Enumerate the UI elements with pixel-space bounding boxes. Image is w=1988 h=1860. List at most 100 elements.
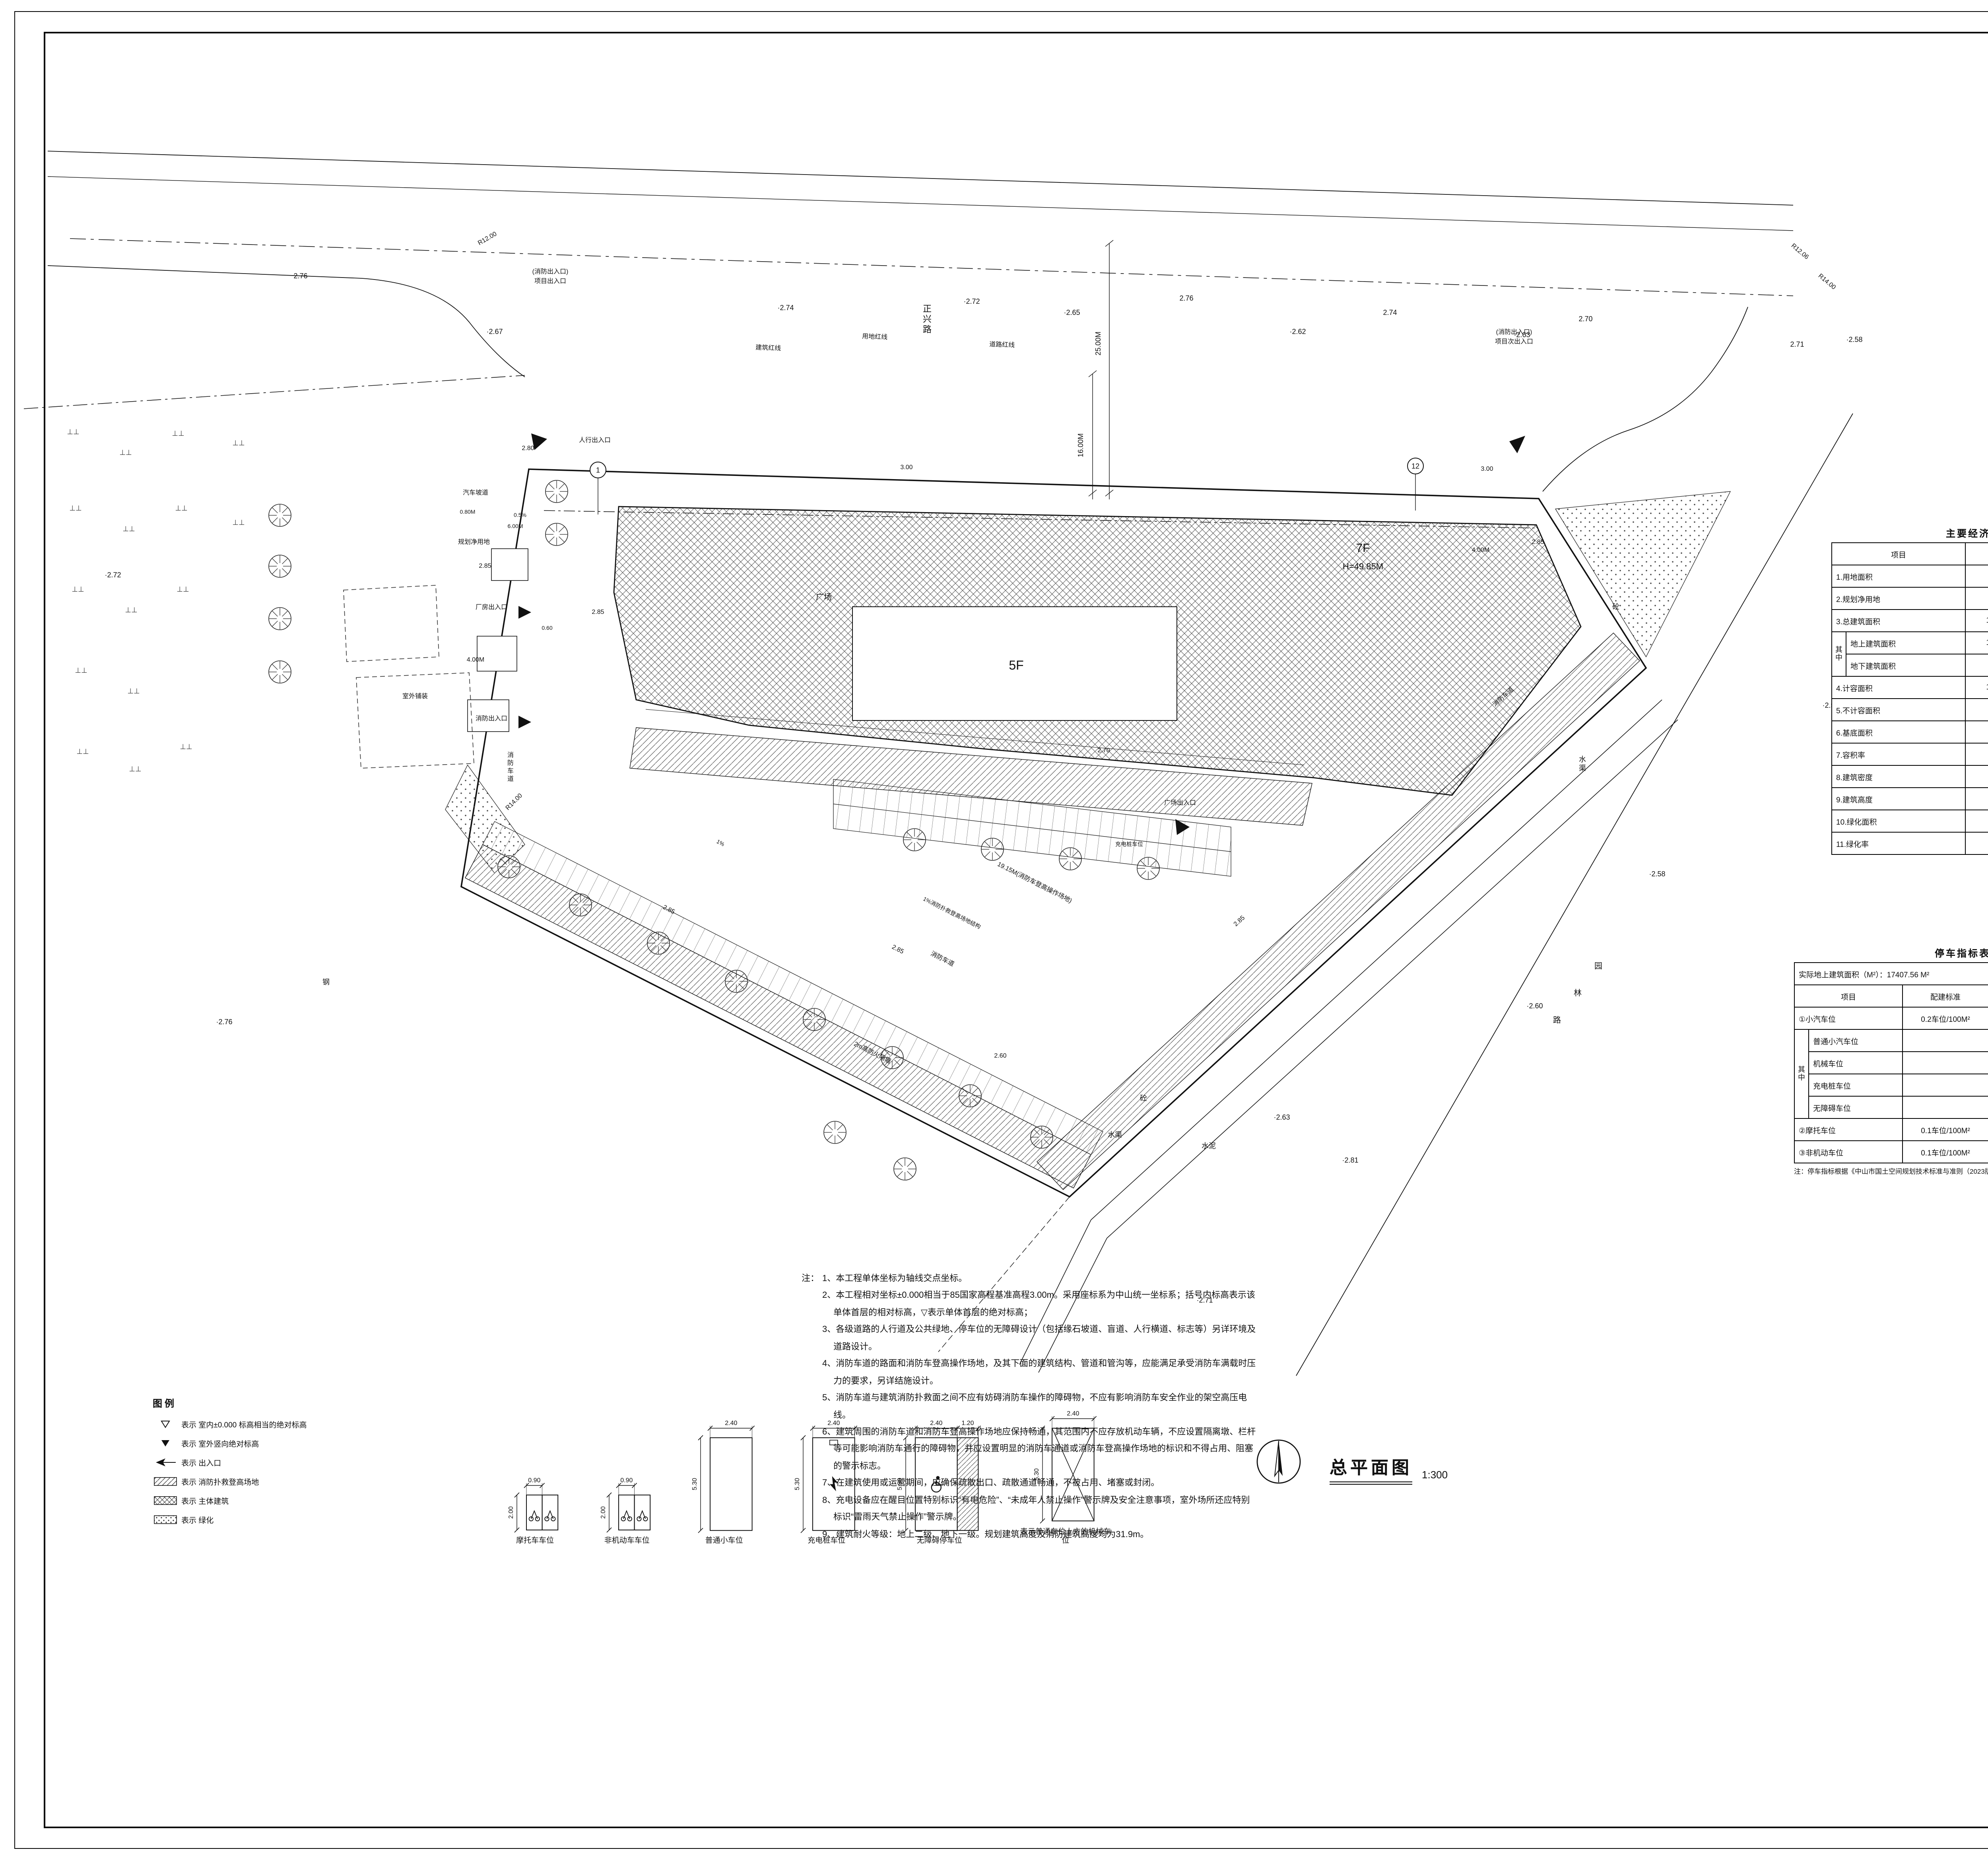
legend: 图例 表示 室内±0.000 标高相当的绝对标高表示 室外竖向绝对标高表示 出入… bbox=[153, 1396, 423, 1529]
plan-label: ·2.65 bbox=[1064, 309, 1080, 316]
building-5f-block bbox=[852, 606, 1177, 721]
plan-label: ·2.71 bbox=[1196, 1296, 1213, 1304]
table-row: 10.绿化面积542.73M² bbox=[1831, 810, 1988, 833]
plan-label: 4.00M bbox=[467, 656, 484, 663]
note-item: 7、在建筑使用或运营期间，应确保疏散出口、疏散通道畅通，不被占用、堵塞或封闭。 bbox=[822, 1478, 1160, 1488]
table-row: 5.不计容面积489.04M² bbox=[1831, 698, 1988, 721]
stall-diagram-svg: 0.902.00 bbox=[600, 1478, 650, 1533]
plan-label: 林 bbox=[1574, 988, 1582, 998]
table-row: 2.规划净用地5249.49M² bbox=[1831, 587, 1988, 610]
legend-items: 表示 室内±0.000 标高相当的绝对标高表示 室外竖向绝对标高表示 出入口表示… bbox=[153, 1415, 423, 1529]
plan-label: 2.85 bbox=[1233, 914, 1246, 928]
stall-diagram-label: 表示普通车位上方的机械车位 bbox=[1020, 1527, 1111, 1545]
note-item: 1、本工程单体坐标为轴线交点坐标。 bbox=[822, 1274, 967, 1283]
notes-prefix: 注： bbox=[802, 1274, 819, 1283]
elevation-filled-triangle-icon bbox=[153, 1438, 181, 1449]
plan-label: 项目出入口 bbox=[534, 278, 566, 285]
plan-label: ·2.72 bbox=[105, 571, 121, 579]
tree-icon bbox=[903, 828, 926, 851]
svg-text:5.30: 5.30 bbox=[691, 1478, 698, 1490]
plan-label: 7F bbox=[1356, 542, 1370, 555]
plan-label: (消防出入口) bbox=[532, 268, 569, 275]
plan-label: ·2.63 bbox=[1274, 1113, 1290, 1121]
tree-icon bbox=[647, 932, 670, 955]
grass-mark-icon: ⊥⊥ bbox=[122, 525, 135, 533]
legend-text: 表示 出入口 bbox=[181, 1459, 221, 1468]
tree-icon bbox=[981, 838, 1004, 861]
plan-label: 2.85 bbox=[479, 563, 491, 569]
plan-label: 2.85 bbox=[891, 944, 905, 955]
stall-diagram-label: 非机动车车位 bbox=[604, 1536, 650, 1545]
axis-bubble: 12 bbox=[1407, 458, 1424, 511]
plan-label: 2.85 bbox=[592, 609, 604, 615]
legend-item: 表示 主体建筑 bbox=[153, 1491, 423, 1510]
tree-icon bbox=[803, 1008, 826, 1031]
plan-label: 2.74 bbox=[1383, 309, 1397, 316]
plan-label: 室外铺装 bbox=[402, 693, 428, 700]
legend-item: 表示 出入口 bbox=[153, 1453, 423, 1472]
sheet-inner-frame bbox=[44, 32, 1988, 1828]
economic-indicator-table: 主要经济技术指标表 项目 数量 单位 备注 1.用地面积5293.29M²2.规… bbox=[1831, 526, 1988, 855]
plan-label: 0.80M bbox=[460, 509, 476, 515]
plan-label: 园 bbox=[1594, 962, 1602, 971]
table-row: 7.容积率3.29- bbox=[1831, 743, 1988, 766]
tree-icon bbox=[959, 1084, 982, 1107]
plan-scale: 1:300 bbox=[1422, 1469, 1448, 1481]
table-row: 无障碍车位11 bbox=[1794, 1096, 1988, 1119]
plan-label: R12.00 bbox=[477, 231, 498, 247]
legend-text: 表示 绿化 bbox=[181, 1516, 214, 1525]
grass-mark-icon: ⊥⊥ bbox=[175, 504, 187, 512]
grass-mark-icon: ⊥⊥ bbox=[232, 518, 245, 526]
tree-icon bbox=[893, 1157, 916, 1180]
table-row: 9.建筑高度49.85M bbox=[1831, 787, 1988, 810]
svg-text:12: 12 bbox=[1411, 462, 1419, 470]
plan-label: 2.76 bbox=[293, 272, 307, 280]
plan-label: 2.76 bbox=[1179, 294, 1193, 302]
plan-label: 1%消防扑救登高场地结构 bbox=[922, 895, 982, 930]
entrance-arrow-icons bbox=[518, 433, 1525, 835]
plan-title-block: 总平面图 1:300 bbox=[1330, 1454, 1448, 1485]
table-row: 6.基底面积2365.64M² bbox=[1831, 720, 1988, 744]
parking-table-body: ①小汽车位0.2车位/100M²3636其中普通小汽车位2626机械车位66充电… bbox=[1794, 1007, 1988, 1163]
grass-mark-icon: ⊥⊥ bbox=[125, 606, 137, 614]
stall-diagram-label: 无障碍停车位 bbox=[916, 1536, 962, 1545]
legend-text: 表示 消防扑救登高场地 bbox=[181, 1478, 259, 1487]
svg-text:0.90: 0.90 bbox=[620, 1478, 632, 1484]
plan-label: 项目次出入口 bbox=[1495, 338, 1533, 345]
plan-label: 钢 bbox=[322, 978, 330, 986]
plan-label: 正兴路 bbox=[923, 304, 932, 334]
plan-label: 19.15M(消防车登高操作场地) bbox=[996, 860, 1074, 904]
plan-label: 5F bbox=[1009, 658, 1023, 672]
plan-label: 消防出入口 bbox=[476, 715, 507, 722]
svg-text:2.40: 2.40 bbox=[725, 1420, 738, 1427]
svg-text:2.40: 2.40 bbox=[827, 1420, 840, 1427]
plan-label: R12.06 bbox=[1790, 242, 1810, 260]
note-item: 4、消防车道的路面和消防车登高操作场地，及其下面的建筑结构、管道和管沟等，应能满… bbox=[822, 1359, 1256, 1386]
plan-label: R14.00 bbox=[1817, 272, 1837, 291]
tree-icon bbox=[725, 970, 748, 993]
stall-diagram-svg: 2.405.30 bbox=[1033, 1410, 1097, 1524]
plan-label: 充电桩车位 bbox=[1115, 841, 1143, 847]
plan-label: 2.60 bbox=[994, 1052, 1006, 1059]
tree-icon bbox=[1030, 1126, 1053, 1149]
plan-label: 2.70 bbox=[1097, 747, 1110, 754]
legend-item: 表示 室外竖向绝对标高 bbox=[153, 1434, 423, 1453]
legend-text: 表示 室外竖向绝对标高 bbox=[181, 1440, 259, 1449]
tree-icon bbox=[497, 855, 520, 878]
plan-label: ·2.72 bbox=[963, 297, 980, 305]
plan-label: R14.00 bbox=[505, 792, 524, 812]
plan-label: ·2.74 bbox=[777, 304, 794, 312]
plan-label: 消防车道 bbox=[930, 950, 955, 968]
table-row: 地下建筑面积489.04M² bbox=[1832, 654, 1988, 677]
grass-mark-icon: ⊥⊥ bbox=[127, 687, 140, 695]
parking-indicator-table: 停车指标表 实际地上建筑面积（M²）：17407.56 M² 项目 配建标准 需… bbox=[1794, 946, 1988, 1176]
table-subtitle-row: 实际地上建筑面积（M²）：17407.56 M² bbox=[1794, 962, 1988, 985]
note-item: 5、消防车道与建筑消防扑救面之间不应有妨碍消防车操作的障碍物，不应有影响消防车安… bbox=[822, 1393, 1247, 1420]
plan-label: 1% bbox=[716, 838, 726, 847]
plan-label: H=49.85M bbox=[1343, 561, 1383, 571]
